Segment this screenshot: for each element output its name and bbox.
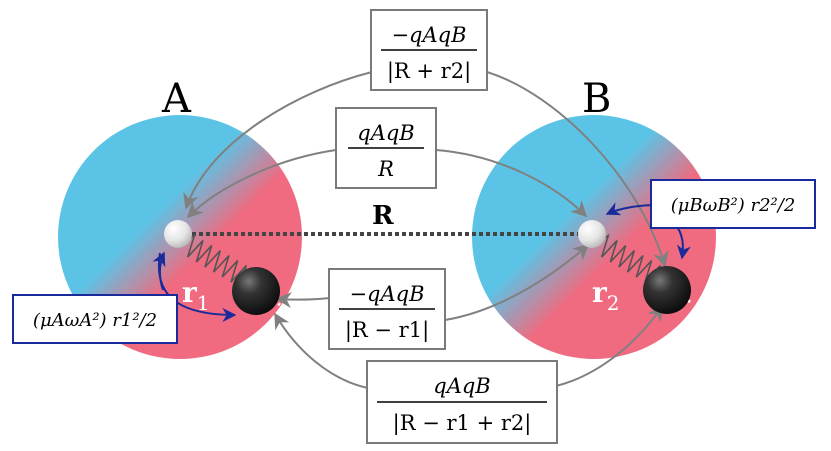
arrow-energy-a-up	[152, 251, 166, 291]
arrow-center-to-b	[444, 243, 590, 321]
interaction-box-top: −qAqB |R + r2|	[370, 9, 488, 91]
atom-b-label: B	[582, 76, 611, 122]
arrow-top-to-b	[486, 71, 669, 268]
bottom-numerator: qAqB	[433, 374, 490, 398]
top-numerator: −qAqB	[391, 23, 466, 47]
center-denominator: |R − r1|	[345, 318, 429, 343]
bottom-denominator: |R − r1 + r2|	[393, 411, 532, 436]
mid-numerator: qAqB	[357, 121, 414, 145]
top-denominator: |R + r2|	[387, 59, 471, 84]
r2-label: r2	[592, 276, 620, 315]
arrow-bottom-to-a	[274, 312, 369, 389]
spring-a	[185, 233, 250, 290]
interaction-box-mid: qAqB R	[335, 107, 437, 189]
center-numerator: −qAqB	[349, 282, 424, 306]
spring-energy-b: (μBωB²) r2²/2	[671, 195, 796, 216]
atom-a-core	[164, 220, 192, 248]
arrow-center-to-a	[275, 291, 331, 308]
arrow-mid-to-b	[435, 149, 588, 218]
mid-denominator: R	[377, 157, 394, 181]
interaction-box-bottom: qAqB |R − r1 + r2|	[366, 360, 558, 444]
distance-label-R: R	[372, 201, 394, 231]
interaction-box-center: −qAqB |R − r1|	[328, 268, 446, 350]
atom-b-core	[578, 220, 606, 248]
spring-energy-a: (μAωA²) r1²/2	[33, 310, 157, 331]
arrow-mid-to-a	[186, 149, 337, 219]
spring-energy-box-b: (μBωB²) r2²/2	[650, 179, 816, 229]
arrow-bottom-to-b	[555, 304, 663, 387]
arrow-top-to-a	[183, 71, 373, 210]
r1-label: r1	[182, 276, 210, 315]
atom-b-electron	[643, 266, 691, 314]
interaction-arrows	[183, 71, 669, 389]
spring-energy-box-a: (μAωA²) r1²/2	[12, 294, 178, 344]
atom-a-electron	[232, 267, 280, 315]
atom-a-label: A	[161, 76, 192, 122]
